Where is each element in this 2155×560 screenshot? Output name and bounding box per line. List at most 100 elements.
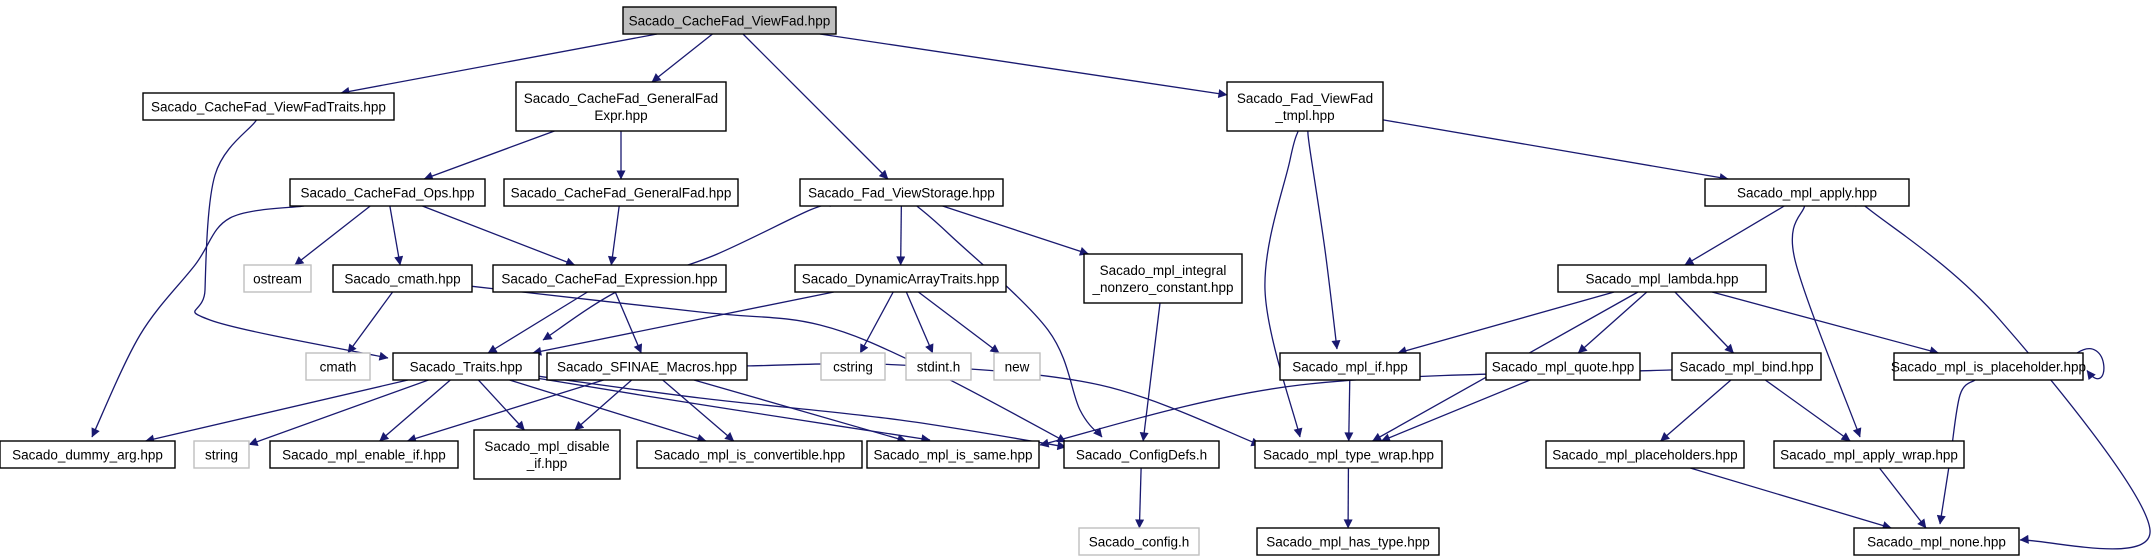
node-configdefs[interactable]: Sacado_ConfigDefs.h: [1063, 440, 1220, 469]
node-ostream[interactable]: ostream: [243, 264, 312, 293]
node-isplaceholder[interactable]: Sacado_mpl_is_placeholder.hpp: [1891, 352, 2086, 381]
node-expression[interactable]: Sacado_CacheFad_Expression.hpp: [492, 264, 727, 293]
node-box: [546, 352, 748, 381]
node-ops[interactable]: Sacado_CacheFad_Ops.hpp: [289, 178, 486, 207]
node-box: [515, 81, 727, 132]
node-box: [1226, 81, 1384, 132]
node-label: Sacado_mpl_none.hpp: [1867, 535, 2006, 550]
node-box: [1078, 527, 1200, 556]
edge-viewfadtraits-to-traits: [194, 116, 389, 361]
node-label: string: [205, 448, 238, 463]
node-box: [1485, 352, 1641, 381]
node-config[interactable]: Sacado_config.h: [1078, 527, 1200, 556]
edge-root-to-genfadexpr: [651, 33, 713, 83]
node-typewrap[interactable]: Sacado_mpl_type_wrap.hpp: [1254, 440, 1443, 469]
edge-traits-to-configdefs: [538, 375, 1067, 451]
node-label: Expr.hpp: [594, 108, 647, 123]
node-stdint[interactable]: stdint.h: [905, 352, 972, 381]
node-dummyarg[interactable]: Sacado_dummy_arg.hpp: [0, 440, 176, 469]
node-cstring[interactable]: cstring: [820, 352, 886, 381]
node-dyntraits[interactable]: Sacado_DynamicArrayTraits.hpp: [794, 264, 1007, 293]
node-none[interactable]: Sacado_mpl_none.hpp: [1853, 527, 2020, 556]
node-box: [794, 264, 1007, 293]
node-box: [243, 264, 312, 293]
node-isconvertible[interactable]: Sacado_mpl_is_convertible.hpp: [636, 440, 863, 469]
node-box: [636, 440, 863, 469]
node-root[interactable]: Sacado_CacheFad_ViewFad.hpp: [622, 6, 837, 35]
node-viewfadtraits[interactable]: Sacado_CacheFad_ViewFadTraits.hpp: [142, 92, 395, 121]
edge-applywrap-to-none: [1878, 467, 1927, 529]
node-box: [0, 440, 176, 469]
node-bind[interactable]: Sacado_mpl_bind.hpp: [1671, 352, 1822, 381]
node-label: Sacado_mpl_apply.hpp: [1737, 186, 1877, 201]
node-enableif[interactable]: Sacado_mpl_enable_if.hpp: [269, 440, 459, 469]
node-box: [1279, 352, 1421, 381]
node-cmathhpp[interactable]: Sacado_cmath.hpp: [332, 264, 473, 293]
node-box: [492, 264, 727, 293]
node-quote[interactable]: Sacado_mpl_quote.hpp: [1485, 352, 1641, 381]
node-disableif[interactable]: Sacado_mpl_disable_if.hpp: [473, 429, 621, 480]
node-label: Sacado_mpl_if.hpp: [1292, 360, 1408, 375]
edge-placeholders-to-none: [1690, 467, 1892, 530]
node-label: Sacado_CacheFad_Expression.hpp: [501, 272, 717, 287]
node-box: [305, 352, 371, 381]
edge-layer: [91, 33, 2151, 550]
node-label: ostream: [253, 272, 302, 287]
node-label: _tmpl.hpp: [1274, 108, 1334, 123]
node-genfad[interactable]: Sacado_CacheFad_GeneralFad.hpp: [503, 178, 739, 207]
node-label: Sacado_SFINAE_Macros.hpp: [557, 360, 737, 375]
node-hastype[interactable]: Sacado_mpl_has_type.hpp: [1256, 527, 1440, 556]
node-traits[interactable]: Sacado_Traits.hpp: [392, 352, 540, 381]
node-apply[interactable]: Sacado_mpl_apply.hpp: [1704, 178, 1910, 207]
node-box: [332, 264, 473, 293]
edge-ops-to-cmathhpp: [389, 205, 404, 266]
node-label: Sacado_CacheFad_GeneralFad.hpp: [511, 186, 732, 201]
node-box: [1256, 527, 1440, 556]
node-viewfadtmpl[interactable]: Sacado_Fad_ViewFad_tmpl.hpp: [1226, 81, 1384, 132]
node-label: Sacado_Fad_ViewStorage.hpp: [808, 186, 995, 201]
node-sfinae[interactable]: Sacado_SFINAE_Macros.hpp: [546, 352, 748, 381]
edge-bind-to-placeholders: [1660, 379, 1732, 442]
edge-expression-to-sfinae: [614, 291, 643, 354]
edge-ops-to-expression: [422, 205, 576, 267]
node-mplif[interactable]: Sacado_mpl_if.hpp: [1279, 352, 1421, 381]
edge-traits-to-isconvertible: [509, 379, 707, 443]
edge-traits-to-disableif: [477, 379, 525, 431]
node-string[interactable]: string: [193, 440, 250, 469]
node-label: stdint.h: [917, 360, 961, 375]
node-lambda[interactable]: Sacado_mpl_lambda.hpp: [1557, 264, 1767, 293]
node-label: Sacado_mpl_quote.hpp: [1492, 360, 1635, 375]
node-box: [820, 352, 886, 381]
edge-dyntraits-to-cstring: [859, 291, 894, 354]
edge-traits-to-enableif: [379, 379, 451, 442]
edge-viewstorage-to-intconst: [942, 205, 1089, 256]
node-cmath[interactable]: cmath: [305, 352, 371, 381]
node-box: [993, 352, 1041, 381]
node-placeholders[interactable]: Sacado_mpl_placeholders.hpp: [1545, 440, 1745, 469]
node-box: [269, 440, 459, 469]
edge-mplif-to-typewrap: [1344, 379, 1354, 442]
edge-genfad-to-expression: [607, 205, 620, 266]
node-issame[interactable]: Sacado_mpl_is_same.hpp: [866, 440, 1040, 469]
node-label: Sacado_mpl_integral: [1100, 263, 1227, 278]
node-label: _nonzero_constant.hpp: [1091, 280, 1233, 295]
node-box: [503, 178, 739, 207]
node-layer: Sacado_CacheFad_ViewFad.hppSacado_CacheF…: [0, 6, 2086, 556]
node-label: Sacado_Traits.hpp: [410, 360, 523, 375]
edge-sfinae-to-disableif: [574, 379, 633, 431]
edge-ops-to-ostream: [294, 205, 371, 266]
node-new[interactable]: new: [993, 352, 1041, 381]
edge-viewfadtmpl-to-apply: [1382, 119, 1729, 182]
node-label: Sacado_CacheFad_GeneralFad: [524, 91, 718, 106]
node-label: Sacado_cmath.hpp: [344, 272, 460, 287]
node-label: Sacado_mpl_has_type.hpp: [1266, 535, 1430, 550]
node-box: [799, 178, 1004, 207]
edge-isplaceholder-to-none: [1936, 379, 1976, 525]
node-label: Sacado_mpl_placeholders.hpp: [1552, 448, 1737, 463]
edge-traits-to-string: [248, 379, 429, 446]
edge-viewfadtmpl-to-typewrap: [1264, 130, 1303, 438]
node-viewstorage[interactable]: Sacado_Fad_ViewStorage.hpp: [799, 178, 1004, 207]
node-applywrap[interactable]: Sacado_mpl_apply_wrap.hpp: [1773, 440, 1965, 469]
node-intconst[interactable]: Sacado_mpl_integral _nonzero_constant.hpp: [1083, 253, 1243, 304]
